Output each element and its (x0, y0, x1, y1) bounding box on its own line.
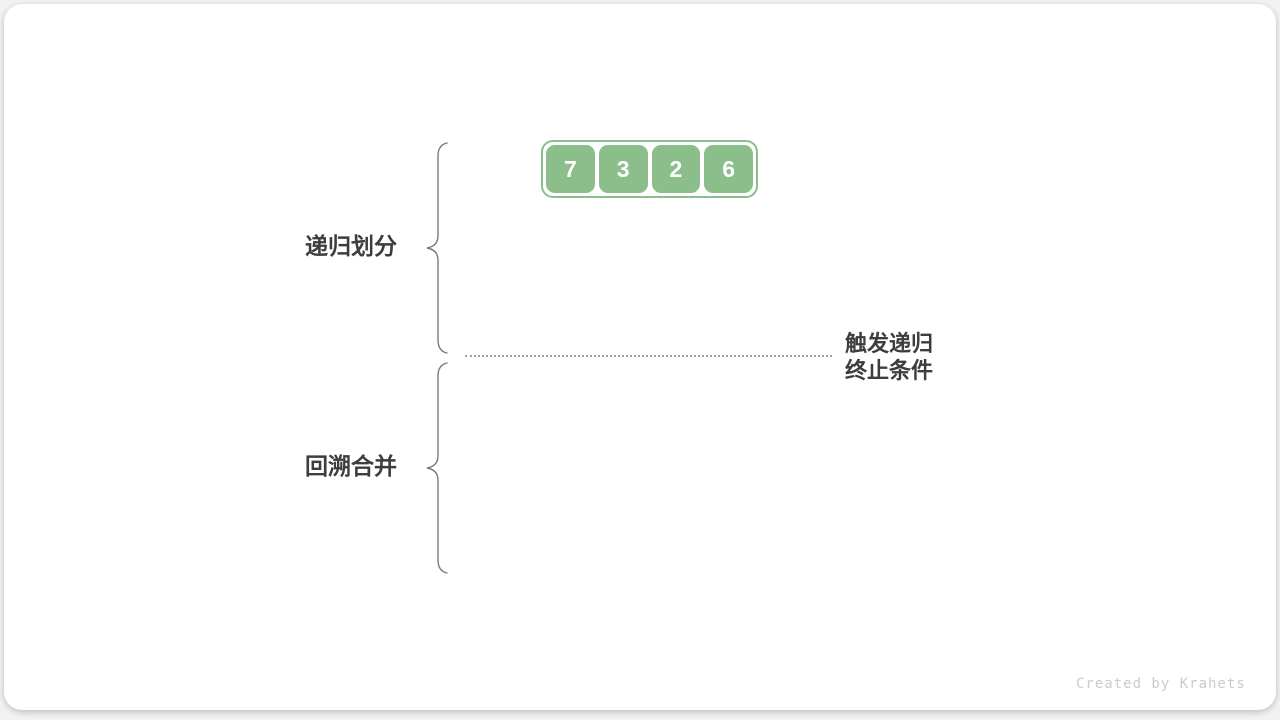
diagram-card (4, 4, 1276, 710)
array-element: 7 (546, 145, 595, 193)
phase-label-backtrack-merge: 回溯合并 (305, 453, 397, 479)
recursion-terminate-annotation: 触发递归 终止条件 (845, 330, 933, 384)
array-element: 2 (651, 145, 701, 193)
annotation-line-1: 触发递归 (845, 331, 934, 356)
recursion-terminate-dotted-line (465, 355, 832, 357)
annotation-line-2: 终止条件 (845, 358, 934, 383)
phase-label-recursive-divide: 递归划分 (305, 233, 397, 259)
array-element: 3 (598, 145, 648, 193)
array-container: 7 3 2 6 (541, 140, 758, 198)
watermark-credit: Created by Krahets (1076, 676, 1246, 692)
array-element: 6 (704, 145, 753, 193)
